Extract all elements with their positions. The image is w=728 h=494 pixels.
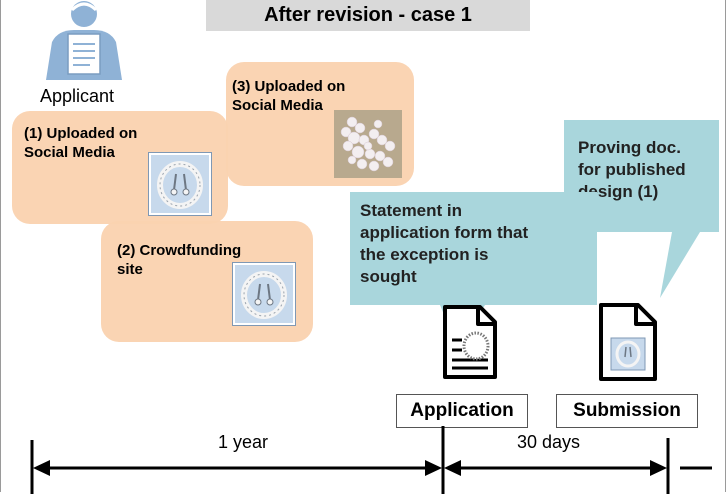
proving-doc-text: Proving doc. for published design (1) <box>578 138 686 201</box>
application-document-icon <box>443 305 497 379</box>
disclosure-2-label: (2) Crowdfunding site <box>117 242 242 278</box>
slide-title: After revision - case 1 <box>206 0 530 31</box>
application-label: Application <box>396 394 528 428</box>
applicant-label: Applicant <box>40 86 115 106</box>
statement-text: Statement in application form that the e… <box>360 201 529 286</box>
submission-label: Submission <box>556 394 698 428</box>
disclosure-1-label: (1) Uploaded on Social Media <box>24 125 138 161</box>
submission-document-icon <box>599 303 657 381</box>
period-1-year-label: 1 year <box>218 432 269 452</box>
disclosure-3-label: (3) Uploaded on Social Media <box>232 78 346 114</box>
period-30-days-label: 30 days <box>517 432 581 452</box>
necklace-image-2 <box>232 262 296 326</box>
applicant-person-icon <box>46 1 122 80</box>
necklace-image-1 <box>148 152 212 216</box>
pearl-necklace-photo <box>334 110 402 178</box>
